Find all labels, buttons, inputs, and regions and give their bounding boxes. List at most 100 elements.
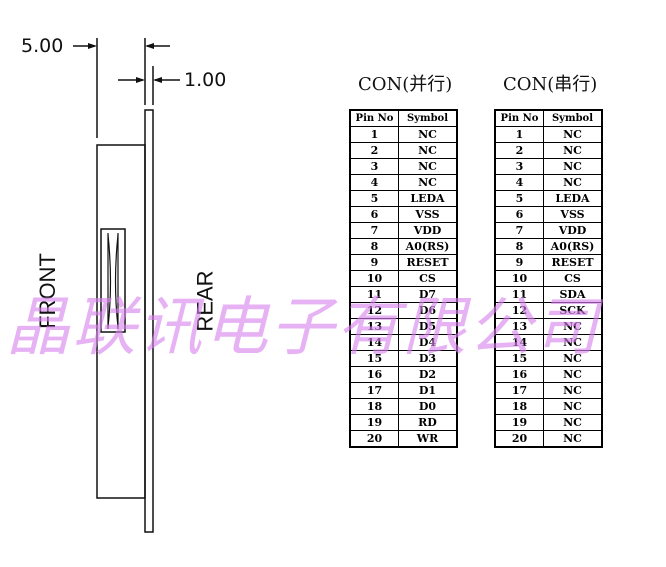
pin-number-cell: 7: [494, 222, 544, 239]
pin-symbol-cell: VDD: [543, 222, 603, 239]
pin-number-cell: 6: [494, 206, 544, 223]
pin-number-cell: 1: [349, 126, 399, 143]
pin-symbol-cell: NC: [543, 398, 603, 415]
pin-symbol-cell: A0(RS): [543, 238, 603, 255]
dimension-1-label: 1.00: [184, 69, 227, 91]
pin-symbol-cell: VDD: [398, 222, 458, 239]
pin-symbol-cell: WR: [398, 430, 458, 448]
pin-number-cell: 20: [349, 430, 399, 448]
pin-number-cell: 16: [349, 366, 399, 383]
pin-number-cell: 7: [349, 222, 399, 239]
pin-number-cell: 15: [494, 350, 544, 367]
pin-number-cell: 4: [494, 174, 544, 191]
pin-symbol-cell: D1: [398, 382, 458, 399]
pin-symbol-cell: SDA: [543, 286, 603, 303]
rear-label: REAR: [192, 270, 218, 332]
serial-table-title: CON(串行): [503, 74, 598, 95]
pin-number-cell: 18: [349, 398, 399, 415]
pin-symbol-cell: NC: [543, 430, 603, 448]
pin-number-cell: 19: [349, 414, 399, 431]
pin-number-cell: 3: [494, 158, 544, 175]
pin-number-cell: 20: [494, 430, 544, 448]
pin-number-cell: 12: [349, 302, 399, 319]
pin-number-cell: 19: [494, 414, 544, 431]
pin-symbol-cell: D4: [398, 334, 458, 351]
pin-symbol-cell: D5: [398, 318, 458, 335]
pin-symbol-cell: NC: [543, 318, 603, 335]
pin-symbol-cell: D7: [398, 286, 458, 303]
pin-number-cell: 9: [494, 254, 544, 271]
pin-number-cell: 17: [494, 382, 544, 399]
pin-symbol-cell: RD: [398, 414, 458, 431]
dimension-5-label: 5.00: [21, 35, 64, 57]
pin-number-cell: 5: [494, 190, 544, 207]
pin-number-cell: 14: [494, 334, 544, 351]
pin-number-cell: 1: [494, 126, 544, 143]
pin-symbol-cell: NC: [543, 366, 603, 383]
pin-symbol-cell: A0(RS): [398, 238, 458, 255]
pin-number-cell: 13: [494, 318, 544, 335]
pin-number-cell: 3: [349, 158, 399, 175]
pin-symbol-cell: D3: [398, 350, 458, 367]
pin-number-cell: 10: [349, 270, 399, 287]
pin-number-cell: 8: [349, 238, 399, 255]
symbol-header: Symbol: [398, 109, 458, 127]
pin-symbol-cell: NC: [543, 414, 603, 431]
table-header-row: Pin No Symbol: [349, 109, 458, 127]
front-label: FRONT: [34, 253, 60, 329]
pin-symbol-cell: NC: [398, 158, 458, 175]
pin-symbol-cell: NC: [543, 158, 603, 175]
pin-symbol-cell: LEDA: [398, 190, 458, 207]
pin-symbol-cell: RESET: [543, 254, 603, 271]
pin-number-cell: 8: [494, 238, 544, 255]
pin-symbol-cell: VSS: [398, 206, 458, 223]
pin-symbol-cell: D2: [398, 366, 458, 383]
pin-symbol-cell: NC: [543, 382, 603, 399]
pin-number-cell: 15: [349, 350, 399, 367]
pin-number-cell: 12: [494, 302, 544, 319]
pin-symbol-cell: NC: [398, 126, 458, 143]
pin-number-cell: 2: [494, 142, 544, 159]
pin-number-cell: 5: [349, 190, 399, 207]
pin-symbol-cell: D0: [398, 398, 458, 415]
pin-number-cell: 11: [494, 286, 544, 303]
pin-no-header: Pin No: [349, 109, 399, 127]
pin-symbol-cell: NC: [543, 350, 603, 367]
pin-number-cell: 6: [349, 206, 399, 223]
pin-symbol-cell: D6: [398, 302, 458, 319]
parallel-table-title: CON(并行): [358, 74, 453, 95]
pin-symbol-cell: SCK: [543, 302, 603, 319]
pin-symbol-cell: NC: [543, 174, 603, 191]
table-header-row: Pin No Symbol: [494, 109, 603, 127]
pin-symbol-cell: CS: [543, 270, 603, 287]
